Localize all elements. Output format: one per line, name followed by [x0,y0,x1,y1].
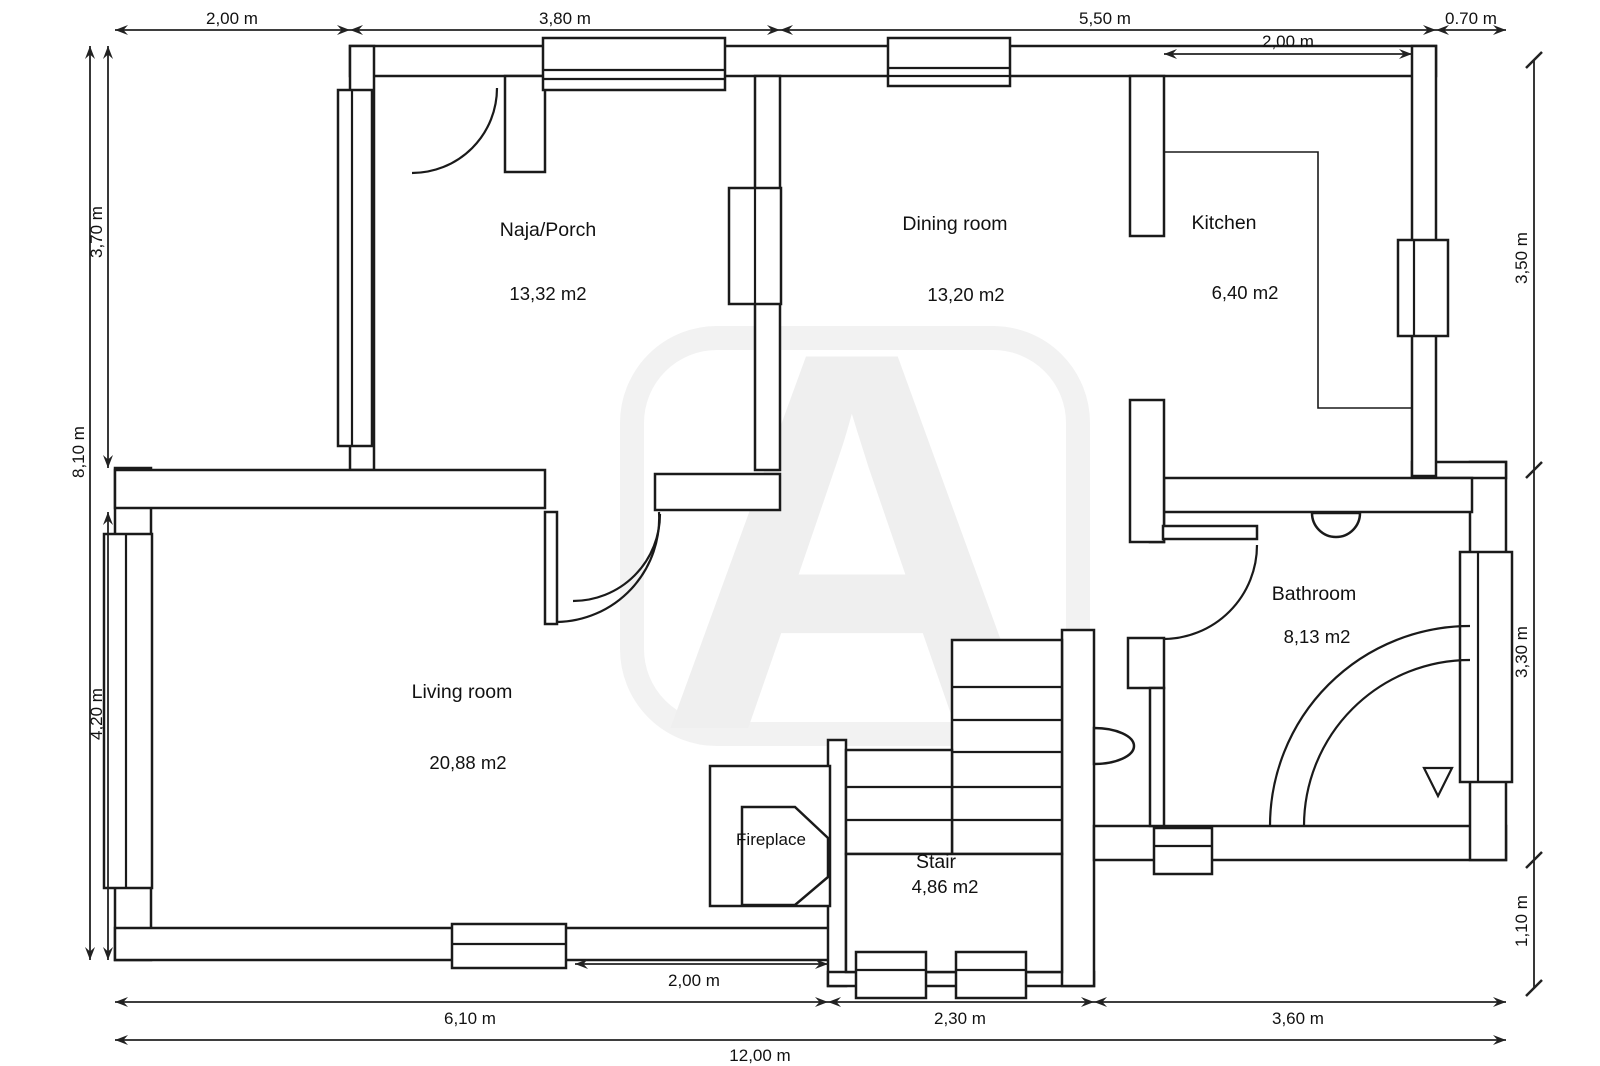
wall-bathroom-top [1148,476,1474,514]
fixtures [1092,511,1471,827]
dimension-label: 3,30 m [1512,626,1531,678]
door-leaf-bathroom [1161,524,1259,541]
dimension-label: 3,60 m [1272,1009,1324,1028]
room-labels: Naja/Porch 13,32 m2 Dining room 13,20 m2… [412,212,1357,897]
dimension-label: 8,10 m [69,426,88,478]
dimension-label: 12,00 m [729,1046,790,1065]
stair-flight-right [950,638,1064,856]
window-kitchen-right [1396,238,1450,338]
dimension-tick [1525,851,1543,869]
door-arc-dining-hall [572,513,662,603]
dimension-lines [85,25,1543,1045]
room-label-stair: Stair [916,851,957,873]
kitchen-counter-outline [1164,151,1412,409]
dimension-label: 3,50 m [1512,232,1531,284]
dimension-label: 3,70 m [87,206,106,258]
wall-bathroom-left-lower [1148,686,1166,828]
shower-arc-inner [1302,658,1471,827]
window-bathroom-right [1458,550,1514,784]
shower-arc-outer [1268,624,1471,827]
dimension-tick [1525,979,1543,997]
wall-entry-jamb [503,74,547,174]
room-area-stair: 4,86 m2 [912,876,979,897]
watermark-border [620,326,1090,746]
dimension-label: 2,00 m [668,971,720,990]
hall-sink-icon [1092,726,1136,766]
window-living-bottom [450,922,568,970]
entry-step [954,950,1028,1000]
room-area-kitchen: 6,40 m2 [1212,282,1279,303]
window-dining-top [886,36,1012,88]
dimension-label: 1,10 m [1512,895,1531,947]
dimension-label: 6,10 m [444,1009,496,1028]
dimension-label: 3,80 m [539,9,591,28]
entry-step [854,950,928,1000]
room-label-fireplace: Fireplace [736,830,806,849]
dimension-label: 2,30 m [934,1009,986,1028]
dimension-labels: 2,00 m 3,80 m 5,50 m 0.70 m 2,00 m 8,10 … [69,9,1531,1065]
wall-bathroom-left-corner [1126,636,1166,690]
window-porch-top [541,36,727,92]
window-bathroom-bottom [1152,826,1214,876]
stair-flight-left [844,748,954,856]
window-porch-left [336,88,374,448]
wall-living-top-right [653,472,782,512]
door-arc-bathroom [1162,544,1259,641]
dimension-label: 4,20 m [87,688,106,740]
dimension-label: 5,50 m [1079,9,1131,28]
dimension-tick [1525,51,1543,69]
room-label-kitchen: Kitchen [1191,212,1256,234]
shower-drain-triangle-icon [1422,766,1454,799]
room-area-bathroom: 8,13 m2 [1284,626,1351,647]
wall-stair-right [1060,628,1096,988]
door-leaf-living-porch [543,510,559,626]
fireplace-hearth [740,805,830,907]
room-label-dining-room: Dining room [902,213,1007,235]
dimension-label: 0.70 m [1445,9,1497,28]
dimension-tick [1525,461,1543,479]
stair [844,638,1064,974]
room-label-naja-porch: Naja/Porch [500,219,596,241]
wall-kitchen-partition-upper [1128,74,1166,238]
window-living-left [102,532,154,890]
bathroom-sink-icon [1310,511,1362,539]
room-area-dining-room: 13,20 m2 [927,284,1004,305]
doors [411,87,1259,641]
room-area-living-room: 20,88 m2 [429,752,506,773]
kitchen-counter [1164,151,1412,409]
fireplace [708,764,832,908]
room-label-living-room: Living room [412,681,513,703]
windows [102,36,1514,970]
dimension-label: 2,00 m [206,9,258,28]
room-area-naja-porch: 13,32 m2 [509,283,586,304]
wall-living-top-left [113,468,547,510]
entry-steps [854,950,1028,1000]
dimension-label: 2,00 m [1262,32,1314,51]
door-arc-porch-entry [411,87,499,175]
room-label-bathroom: Bathroom [1272,583,1357,605]
wall-kitchen-partition-lower [1128,398,1166,544]
